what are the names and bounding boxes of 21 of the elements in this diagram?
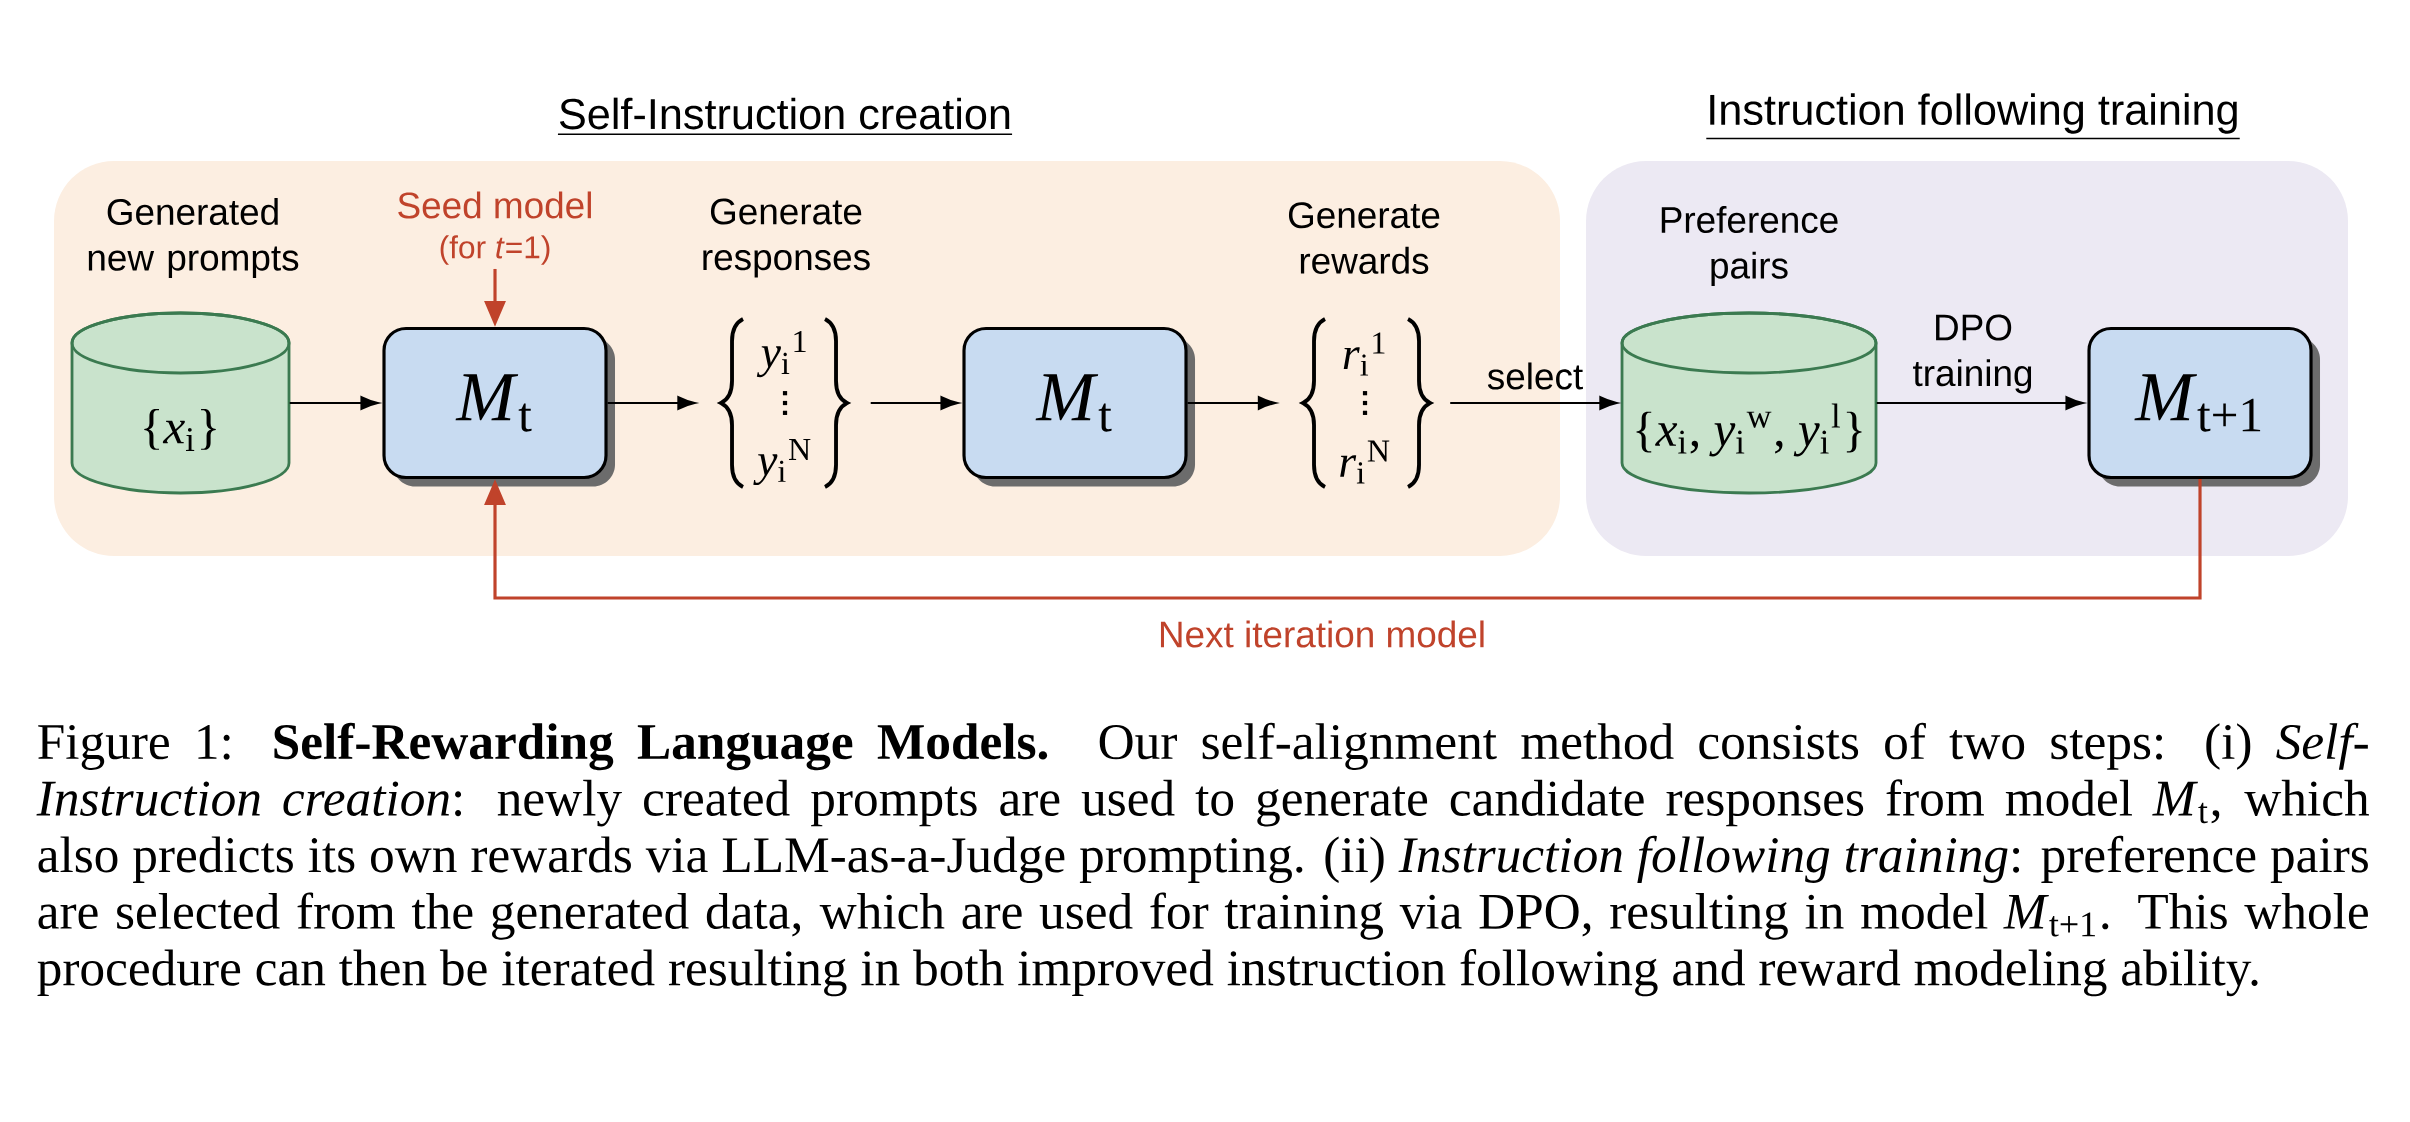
math-term: r$_{i}$N	[1340, 440, 1390, 484]
heading: Generate rewards	[1288, 202, 1440, 274]
edge-label: Next iteration model	[1160, 620, 1484, 648]
figure-caption: Figure 1: Self-Rewarding Language Models. Our self-alignment method consists of two steps: (i) Self-Instruction creation: newly created prompts are used to generate candidate responses from model M$_{t}$, which also predicts its own rewards via LLM-as-a-Judge prompting. (ii) Instruction following training: preference pairs are selected from the generated data, which are used for training via DPO, resulting in model M$_{t+1}$. This whole procedure can then be iterated resulting in both improved instruction following and reward modeling ability.	[36, 722, 2369, 997]
model-box: M$_{t}$	[962, 326, 1195, 487]
math-term: r$_{i}$1	[1343, 332, 1385, 376]
edge-label: select	[1487, 362, 1583, 390]
section-heading: Instruction following training	[1705, 93, 2241, 140]
heading: Generated new prompts	[88, 197, 299, 279]
math-term: y$_{i}$N	[753, 438, 811, 486]
heading: Generate responses	[703, 198, 870, 278]
database-cylinder: {x$_{i}$}	[70, 311, 291, 495]
annotation: (for t=1)	[440, 235, 550, 265]
model-box: M$_{t+1}$	[2087, 326, 2320, 487]
section-heading: Self-Instruction creation	[557, 97, 1013, 135]
math-term: y$_{i}$1	[756, 330, 806, 378]
annotation: Seed model	[398, 191, 591, 219]
model-box: M$_{t}$	[382, 326, 615, 487]
heading: Preference pairs	[1661, 206, 1838, 287]
database-cylinder: {x$_{i}$, y$_{i}$$^{w}$, y$_{i}$$^{l}$}	[1620, 311, 1878, 495]
edge-label: DPO training	[1913, 314, 2032, 394]
